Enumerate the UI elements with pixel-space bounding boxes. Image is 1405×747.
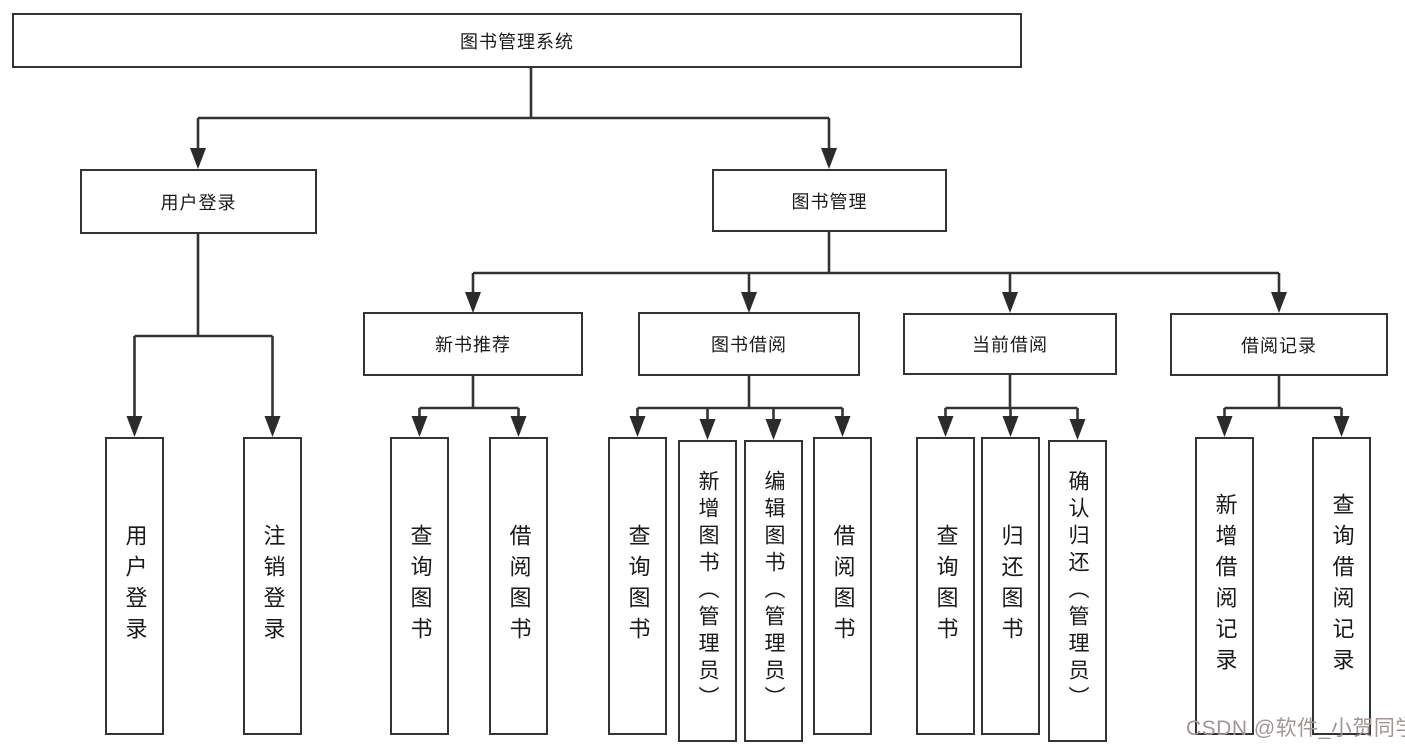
- node-label: 确认归还（管理员）: [1066, 469, 1089, 713]
- edge-current-borrow-group: [944, 375, 1079, 424]
- node-label: 用户登录: [160, 192, 237, 213]
- arrowhead: [821, 148, 837, 169]
- edge-borrow-records-group: [1223, 376, 1343, 421]
- arrowhead: [1271, 292, 1287, 313]
- arrowhead: [126, 416, 143, 437]
- node-new-book-recommend: 新书推荐: [363, 312, 583, 376]
- edge-new-book-group: [418, 376, 520, 421]
- node-label: 查询图书: [407, 524, 433, 648]
- node-label: 借阅图书: [506, 524, 532, 648]
- node-book-management: 图书管理: [712, 169, 947, 232]
- arrowhead: [465, 292, 481, 313]
- arrowhead: [629, 416, 646, 437]
- node-label: 新书推荐: [435, 335, 511, 355]
- node-label: 图书管理: [791, 191, 868, 212]
- leaf-add-borrow-record: 新增借阅记录: [1195, 437, 1254, 735]
- arrowhead: [190, 148, 206, 169]
- node-label: 图书管理系统: [460, 31, 574, 52]
- leaf-borrow-books-2: 借阅图书: [813, 437, 872, 735]
- edge-user-login-group: [133, 234, 274, 421]
- arrowhead: [411, 416, 428, 437]
- node-label: 新增图书（管理员）: [696, 469, 719, 713]
- node-label: 查询图书: [933, 524, 959, 648]
- node-user-login: 用户登录: [80, 169, 317, 234]
- leaf-user-login: 用户登录: [105, 437, 164, 735]
- edge-book-borrow-group: [636, 376, 844, 424]
- node-book-borrowing: 图书借阅: [638, 312, 860, 376]
- node-label: 注销登录: [260, 524, 286, 648]
- leaf-borrow-books-1: 借阅图书: [489, 437, 548, 735]
- node-borrow-records: 借阅记录: [1170, 313, 1388, 376]
- node-label: 查询图书: [625, 524, 651, 648]
- arrowhead: [699, 419, 716, 440]
- leaf-query-books-1: 查询图书: [390, 437, 449, 735]
- arrowhead: [834, 416, 851, 437]
- leaf-edit-books-admin: 编辑图书（管理员）: [744, 440, 803, 742]
- arrowhead: [765, 419, 782, 440]
- node-label: 查询借阅记录: [1329, 493, 1355, 679]
- arrowhead: [1002, 292, 1018, 313]
- arrowhead: [1216, 416, 1233, 437]
- arrowhead: [510, 416, 527, 437]
- node-label: 编辑图书（管理员）: [762, 469, 785, 713]
- node-current-borrowing: 当前借阅: [903, 313, 1117, 375]
- node-label: 新增借阅记录: [1212, 493, 1238, 679]
- arrowhead: [937, 416, 954, 437]
- edge-root-to-level2: [196, 68, 831, 152]
- leaf-query-books-3: 查询图书: [916, 437, 975, 735]
- node-label: 当前借阅: [972, 335, 1048, 355]
- leaf-add-books-admin: 新增图书（管理员）: [678, 440, 737, 742]
- arrowhead: [1333, 416, 1350, 437]
- node-label: 归还图书: [998, 524, 1024, 648]
- node-label: 用户登录: [122, 524, 148, 648]
- edge-book-mgmt-to-level3: [471, 232, 1281, 297]
- node-label: 借阅记录: [1241, 335, 1317, 356]
- arrowhead: [264, 416, 281, 437]
- csdn-watermark: CSDN @软件_小贺同学: [1186, 717, 1405, 740]
- arrowhead: [1069, 419, 1086, 440]
- leaf-query-borrow-record: 查询借阅记录: [1312, 437, 1371, 735]
- arrowhead: [741, 292, 757, 313]
- leaf-confirm-return-admin: 确认归还（管理员）: [1048, 440, 1107, 742]
- arrowhead: [1002, 416, 1019, 437]
- leaf-return-books: 归还图书: [981, 437, 1040, 735]
- node-root-library-system: 图书管理系统: [12, 13, 1022, 68]
- leaf-logout: 注销登录: [243, 437, 302, 735]
- leaf-query-books-2: 查询图书: [608, 437, 667, 735]
- node-label: 图书借阅: [711, 335, 787, 355]
- node-label: 借阅图书: [830, 524, 856, 648]
- arrowheads: [126, 148, 1350, 440]
